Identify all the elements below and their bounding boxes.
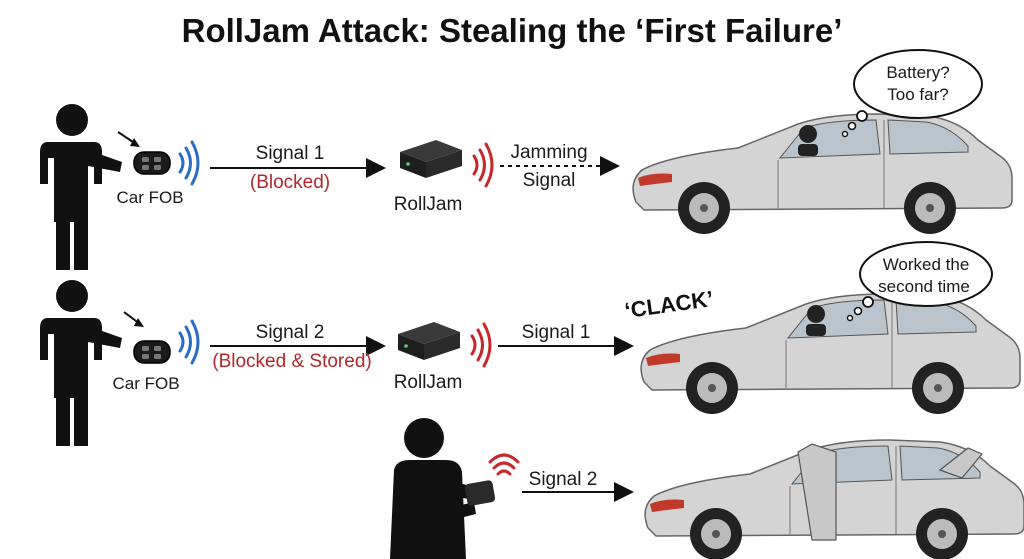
- page-title: RollJam Attack: Stealing the ‘First Fail…: [182, 12, 843, 49]
- signal-status: (Blocked): [250, 172, 330, 193]
- signal-label: Signal 2: [256, 322, 325, 343]
- thought-bubble: Battery? Too far?: [841, 49, 983, 138]
- fob-signal-waves-icon: [178, 319, 200, 365]
- jamming-label-line1: Jamming: [510, 142, 587, 163]
- attacker-icon: [390, 418, 478, 559]
- thought-bubble: Worked the second time: [846, 241, 993, 322]
- car-locked-icon: [632, 113, 1013, 235]
- thought-line-2: second time: [878, 277, 970, 296]
- rolljam-label: RollJam: [394, 194, 463, 215]
- rolljam-device-icon: [400, 140, 462, 178]
- fob-label: Car FOB: [116, 188, 183, 207]
- thought-line-2: Too far?: [887, 85, 948, 104]
- replay-signal-waves-icon: [488, 453, 520, 476]
- press-arrow-icon: [123, 311, 144, 327]
- fob-label: Car FOB: [112, 374, 179, 393]
- press-arrow-icon: [117, 131, 140, 147]
- rolljam-label: RollJam: [394, 372, 463, 393]
- clack-sound-effect: ‘CLACK’: [623, 286, 715, 323]
- replay-label: Signal 1: [522, 322, 591, 343]
- jam-signal-waves-icon: [472, 142, 494, 188]
- row-1: Car FOB Signal 1 (Blocked) RollJam Jammi…: [40, 49, 1013, 270]
- jam-signal-waves-icon: [470, 322, 492, 368]
- thought-line-1: Worked the: [883, 255, 970, 274]
- rolljam-device-icon: [464, 480, 496, 506]
- car-opened-icon: [644, 439, 1024, 559]
- row-2: Car FOB Signal 2 (Blocked & Stored) Roll…: [40, 241, 1021, 446]
- driver-icon: [798, 125, 818, 156]
- signal-label: Signal 1: [256, 143, 325, 164]
- row-3: Signal 2: [390, 418, 1024, 559]
- replay-label: Signal 2: [529, 469, 598, 490]
- jamming-label-line2: Signal: [523, 170, 576, 191]
- key-fob-icon: [133, 340, 171, 364]
- person-icon: [40, 104, 122, 270]
- key-fob-icon: [133, 151, 171, 175]
- signal-status: (Blocked & Stored): [212, 351, 371, 372]
- driver-icon: [806, 305, 826, 336]
- rolljam-device-icon: [398, 322, 460, 360]
- fob-signal-waves-icon: [178, 140, 200, 186]
- person-icon: [40, 280, 122, 446]
- thought-line-1: Battery?: [886, 63, 949, 82]
